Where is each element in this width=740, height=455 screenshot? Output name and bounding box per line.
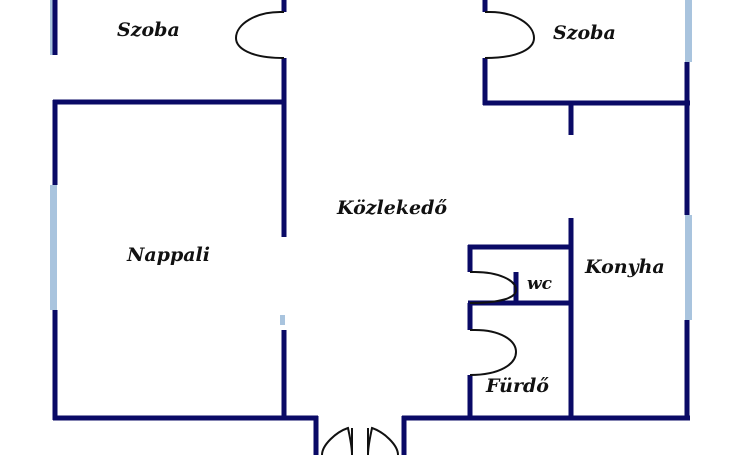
room-label-wc: wc [527, 274, 553, 294]
window-left-lower [50, 185, 57, 310]
room-label-szoba-left: Szoba [117, 19, 180, 41]
door-furdo [469, 329, 518, 376]
door-wc [469, 271, 518, 304]
door-szoba-right [484, 11, 536, 59]
window-inner-hall [280, 315, 285, 325]
window-right-top [685, 0, 692, 62]
door-entrance-left [321, 426, 353, 455]
room-labels: Szoba Szoba Nappali Közlekedő Konyha wc … [117, 19, 665, 397]
door-szoba-left [234, 11, 285, 59]
room-label-konyha: Konyha [584, 256, 665, 278]
door-entrance-right [367, 426, 399, 455]
window-right-lower [685, 215, 692, 320]
walls [52, 0, 690, 455]
room-label-szoba-right: Szoba [553, 22, 616, 44]
room-label-kozlekedo: Közlekedő [336, 197, 447, 219]
room-label-nappali: Nappali [126, 244, 210, 266]
doors [234, 11, 536, 455]
room-label-furdo: Fürdő [485, 375, 549, 397]
